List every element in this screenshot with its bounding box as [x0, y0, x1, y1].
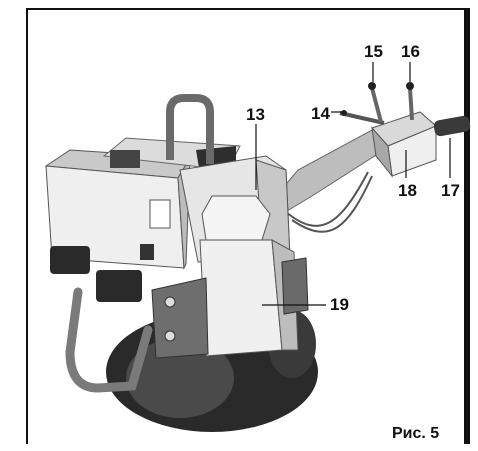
callout-17: 17 — [441, 181, 460, 200]
callout-19: 19 — [330, 295, 349, 314]
handle-bar — [275, 129, 385, 233]
handle-grip — [433, 115, 471, 137]
front-guard — [65, 287, 153, 393]
left-bracket — [151, 277, 209, 359]
callout-13: 13 — [246, 105, 265, 124]
figure-frame — [26, 8, 470, 444]
lever-15 — [368, 82, 383, 123]
right-bracket — [281, 257, 309, 315]
leader-lines — [255, 62, 451, 306]
lifting-handle — [166, 94, 214, 164]
rubber-mounts — [50, 246, 142, 302]
lever-16 — [406, 82, 414, 121]
callout-14: 14 — [311, 104, 330, 123]
figure-caption: Рис. 5 — [392, 425, 440, 442]
callout-15: 15 — [364, 42, 383, 61]
callout-16: 16 — [401, 42, 420, 61]
callout-18: 18 — [398, 181, 417, 200]
